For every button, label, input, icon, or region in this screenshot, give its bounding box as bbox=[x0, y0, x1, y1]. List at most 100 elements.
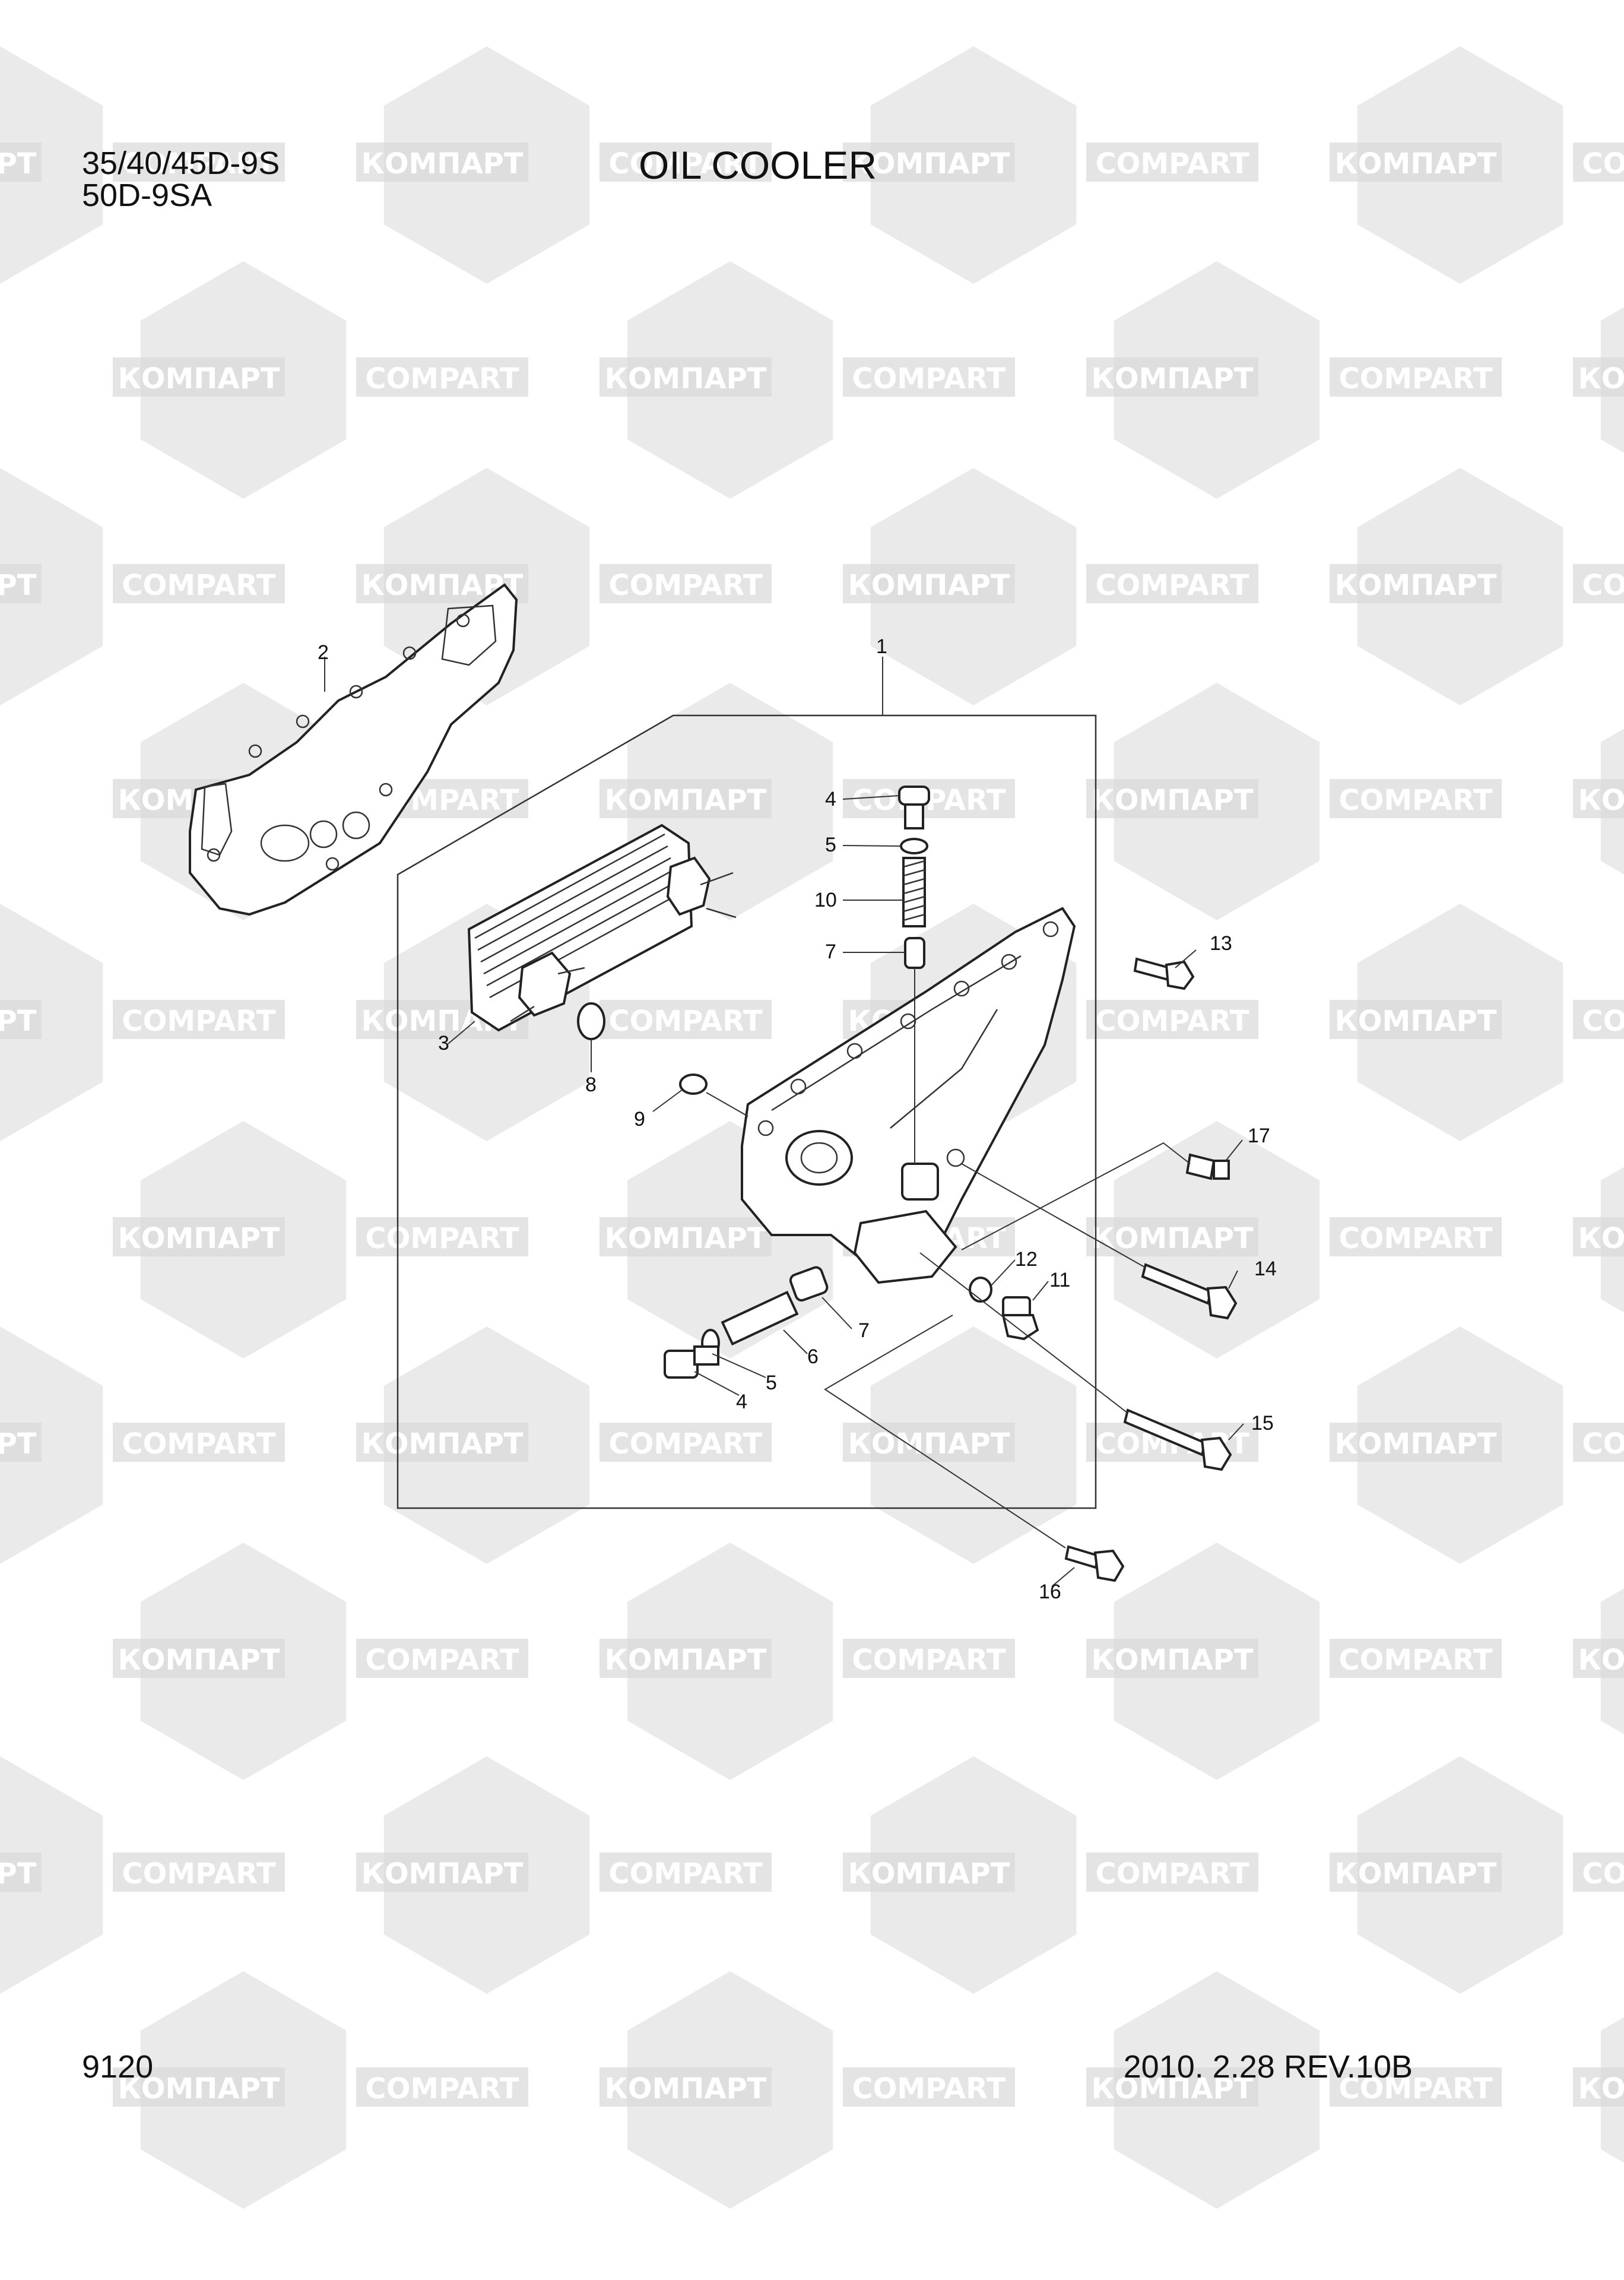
watermark-text: КОМПАРТ bbox=[1334, 1005, 1496, 1038]
valve-top bbox=[904, 937, 925, 969]
callout-2: 2 bbox=[318, 641, 329, 664]
watermark-text: КОМПАРТ bbox=[0, 1005, 37, 1038]
watermark-text: COMPART bbox=[1095, 147, 1249, 180]
watermark-band bbox=[1573, 142, 1624, 182]
watermark-band bbox=[1330, 779, 1502, 818]
watermark-text: COMPART bbox=[1582, 1005, 1624, 1038]
watermark-text: COMPART bbox=[1338, 1222, 1493, 1255]
watermark-hexagon bbox=[0, 904, 103, 1141]
assembly-outline bbox=[397, 714, 1097, 1509]
watermark-text: КОМПАРТ bbox=[604, 1644, 766, 1677]
callout-7-top: 7 bbox=[825, 940, 836, 963]
plug-top bbox=[898, 786, 930, 829]
spring-top bbox=[902, 857, 926, 927]
watermark-band bbox=[1086, 2067, 1258, 2107]
valve-lower bbox=[789, 1266, 829, 1302]
watermark-band bbox=[1573, 357, 1624, 397]
watermark-text: COMPART bbox=[852, 1644, 1006, 1677]
watermark-text: КОМПАРТ bbox=[0, 569, 37, 602]
watermark-band bbox=[0, 564, 42, 603]
watermark-text: COMPART bbox=[365, 362, 519, 395]
watermark-band bbox=[843, 2067, 1015, 2107]
watermark-text: COMPART bbox=[1095, 1857, 1249, 1890]
watermark-band bbox=[1086, 1852, 1258, 1892]
watermark-text: COMPART bbox=[608, 1005, 763, 1038]
watermark-text: COMPART bbox=[122, 1005, 276, 1038]
watermark-band bbox=[1086, 357, 1258, 397]
watermark-text: КОМПАРТ bbox=[848, 569, 1010, 602]
callout-1: 1 bbox=[876, 635, 887, 658]
watermark-hexagon bbox=[0, 1326, 103, 1564]
watermark-text: COMPART bbox=[608, 569, 763, 602]
watermark-band bbox=[1330, 1000, 1502, 1039]
watermark-text: КОМПАРТ bbox=[1578, 2072, 1624, 2105]
o-ring-9 bbox=[679, 1074, 708, 1095]
callout-labels: 1 2 3 4 5 10 7 13 8 9 17 12 11 14 7 6 5 … bbox=[318, 635, 1277, 1603]
watermark-text: КОМПАРТ bbox=[361, 1857, 523, 1890]
watermark-text: COMPART bbox=[365, 1222, 519, 1255]
callout-5-lower: 5 bbox=[766, 1372, 777, 1394]
leader-lines bbox=[324, 657, 1244, 1587]
watermark-text: КОМПАРТ bbox=[848, 147, 1010, 180]
watermark-text: КОМПАРТ bbox=[1091, 1222, 1253, 1255]
callout-8: 8 bbox=[585, 1074, 597, 1096]
watermark-text: КОМПАРТ bbox=[604, 362, 766, 395]
bolt-13 bbox=[1133, 957, 1195, 990]
watermark-text: COMPART bbox=[852, 362, 1006, 395]
watermark-band bbox=[600, 1423, 772, 1462]
watermark-text: COMPART bbox=[1338, 1644, 1493, 1677]
watermark-text: КОМПАРТ bbox=[118, 1222, 280, 1255]
watermark-band bbox=[113, 142, 285, 182]
watermark-band bbox=[843, 142, 1015, 182]
watermark-text: КОМПАРТ bbox=[848, 1427, 1010, 1461]
watermark-band bbox=[1330, 1852, 1502, 1892]
watermark-band bbox=[1330, 1639, 1502, 1678]
watermark-text: COMPART bbox=[365, 1644, 519, 1677]
callout-4-lower: 4 bbox=[736, 1391, 747, 1413]
watermark-text: COMPART bbox=[1582, 1857, 1624, 1890]
model-line-2: 50D-9SA bbox=[82, 178, 212, 213]
callout-11: 11 bbox=[1049, 1269, 1070, 1291]
watermark-text: COMPART bbox=[122, 1857, 276, 1890]
watermark-text: COMPART bbox=[1338, 2072, 1493, 2105]
watermark-text: COMPART bbox=[365, 2072, 519, 2105]
watermark-band bbox=[1573, 779, 1624, 818]
watermark-text: КОМПАРТ bbox=[604, 1222, 766, 1255]
watermark-text: КОМПАРТ bbox=[0, 147, 37, 180]
callout-15: 15 bbox=[1251, 1412, 1274, 1434]
watermark-band bbox=[113, 564, 285, 603]
watermark-text: КОМПАРТ bbox=[118, 1644, 280, 1677]
watermark-band bbox=[1573, 1852, 1624, 1892]
watermark-text: КОМПАРТ bbox=[604, 784, 766, 817]
watermark-band bbox=[1573, 2067, 1624, 2107]
watermark-text: COMPART bbox=[1095, 569, 1249, 602]
watermark-hexagon bbox=[0, 468, 103, 705]
watermark-band bbox=[356, 1852, 528, 1892]
watermark-band bbox=[843, 1423, 1015, 1462]
watermark-band bbox=[600, 1639, 772, 1678]
watermark-text: КОМПАРТ bbox=[1578, 362, 1624, 395]
watermark-band bbox=[356, 1217, 528, 1256]
watermark-text: COMPART bbox=[852, 2072, 1006, 2105]
callout-5-top: 5 bbox=[825, 834, 836, 856]
model-line-1: 35/40/45D-9S bbox=[82, 145, 280, 181]
watermark-text: КОМПАРТ bbox=[118, 2072, 280, 2105]
spring-lower bbox=[721, 1290, 799, 1346]
watermark-text: КОМПАРТ bbox=[0, 1427, 37, 1461]
watermark-text: COMPART bbox=[1582, 147, 1624, 180]
watermark-text: COMPART bbox=[122, 569, 276, 602]
callout-3: 3 bbox=[438, 1032, 449, 1054]
watermark-band bbox=[1573, 564, 1624, 603]
bolt-14 bbox=[1141, 1263, 1238, 1320]
watermark-band bbox=[0, 142, 42, 182]
watermark-band bbox=[1086, 779, 1258, 818]
watermark-text: КОМПАРТ bbox=[1334, 1857, 1496, 1890]
watermark-text: КОМПАРТ bbox=[361, 147, 523, 180]
watermark-text: КОМПАРТ bbox=[1334, 147, 1496, 180]
watermark-hexagon bbox=[0, 46, 103, 284]
watermark-band bbox=[356, 2067, 528, 2107]
watermark-band bbox=[113, 1852, 285, 1892]
watermark-band bbox=[113, 1423, 285, 1462]
watermark-band bbox=[600, 142, 772, 182]
